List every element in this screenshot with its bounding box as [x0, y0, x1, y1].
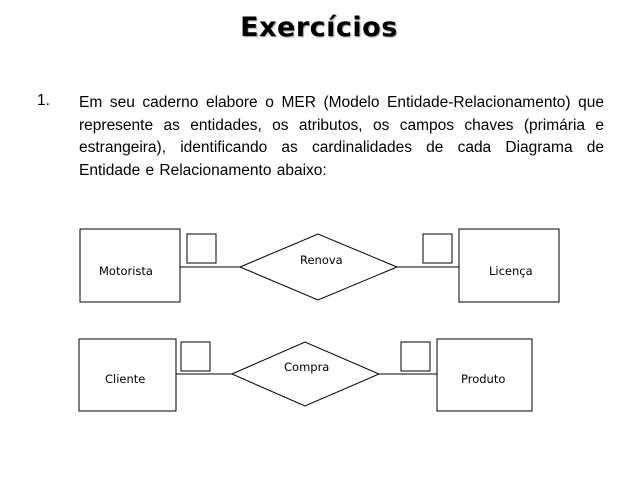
cardinality-box-motorista	[186, 233, 217, 264]
cardinality-box-cliente	[180, 341, 211, 372]
entity-box-cliente	[78, 338, 177, 412]
cardinality-box-licenca	[422, 233, 453, 264]
question-text: Em seu caderno elabore o MER (Modelo Ent…	[79, 94, 604, 179]
cardinality-box-produto	[400, 341, 431, 372]
entity-label-cliente: Cliente	[105, 372, 145, 386]
relationship-diamond-renova	[238, 233, 399, 301]
entity-label-motorista: Motorista	[99, 264, 153, 278]
question-number: 1.	[37, 92, 50, 109]
relationship-diamond-compra	[230, 341, 381, 407]
entity-label-licenca: Licença	[489, 264, 533, 278]
er-diagram-2: Cliente Compra Produto	[78, 338, 533, 412]
er-diagram-1: Motorista Renova Licença	[79, 228, 560, 303]
entity-box-licenca	[458, 228, 560, 303]
relationship-label-compra: Compra	[284, 360, 329, 374]
entity-box-produto	[436, 338, 533, 412]
entity-box-motorista	[79, 228, 181, 303]
page-title: Exercícios	[240, 12, 398, 43]
entity-label-produto: Produto	[461, 372, 505, 386]
relationship-label-renova: Renova	[300, 253, 343, 267]
